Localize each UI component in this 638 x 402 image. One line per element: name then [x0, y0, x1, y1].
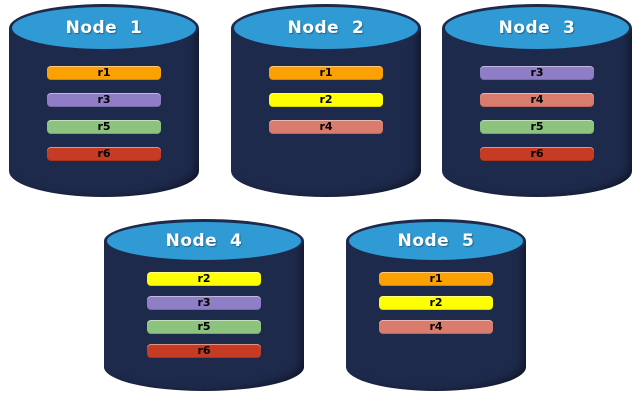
node-label: Node 3 — [498, 18, 576, 38]
replica-bar-r4: r4 — [379, 320, 493, 334]
node-cylinder-top: Node 5 — [346, 219, 526, 263]
replica-bar-r2: r2 — [269, 93, 383, 107]
replica-bar-r3: r3 — [480, 66, 594, 80]
node-cylinder-body — [9, 28, 199, 197]
replica-bar-r5: r5 — [47, 120, 161, 134]
replica-bar-r1: r1 — [269, 66, 383, 80]
replica-bar-r4: r4 — [269, 120, 383, 134]
node-label: Node 1 — [65, 18, 143, 38]
replica-bar-r6: r6 — [147, 344, 261, 358]
node-cylinder: Node 4 r2 r3 r5 r6 — [104, 219, 304, 391]
replica-list: r1 r2 r4 — [269, 66, 383, 147]
node-cylinder: Node 1 r1 r3 r5 r6 — [9, 4, 199, 197]
node-cylinder-body — [346, 241, 526, 391]
node-cylinder-top: Node 3 — [442, 4, 632, 52]
replica-bar-r2: r2 — [379, 296, 493, 310]
node-cylinder: Node 5 r1 r2 r4 — [346, 219, 526, 391]
node-cylinder: Node 3 r3 r4 r5 r6 — [442, 4, 632, 197]
node-cylinder-body — [104, 241, 304, 391]
replica-list: r1 r3 r5 r6 — [47, 66, 161, 174]
node-cylinder-top: Node 1 — [9, 4, 199, 52]
replica-list: r2 r3 r5 r6 — [147, 272, 261, 368]
replica-bar-r5: r5 — [147, 320, 261, 334]
node-cylinder-top: Node 2 — [231, 4, 421, 52]
replica-list: r1 r2 r4 — [379, 272, 493, 344]
replica-bar-r5: r5 — [480, 120, 594, 134]
replica-bar-r1: r1 — [47, 66, 161, 80]
node-label: Node 2 — [287, 18, 365, 38]
node-cylinder-body — [231, 28, 421, 197]
node-cylinder-top: Node 4 — [104, 219, 304, 263]
replica-bar-r6: r6 — [480, 147, 594, 161]
node-label: Node 4 — [165, 231, 243, 251]
node-cylinder: Node 2 r1 r2 r4 — [231, 4, 421, 197]
replica-bar-r4: r4 — [480, 93, 594, 107]
node-label: Node 5 — [397, 231, 475, 251]
replica-bar-r3: r3 — [147, 296, 261, 310]
replica-bar-r2: r2 — [147, 272, 261, 286]
replica-list: r3 r4 r5 r6 — [480, 66, 594, 174]
replica-bar-r1: r1 — [379, 272, 493, 286]
replica-bar-r3: r3 — [47, 93, 161, 107]
node-cylinder-body — [442, 28, 632, 197]
replica-bar-r6: r6 — [47, 147, 161, 161]
